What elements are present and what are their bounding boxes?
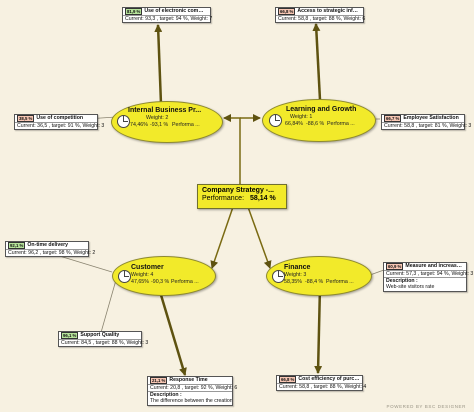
company-strategy-performance: Performance: 58,14 % (198, 194, 286, 202)
kpi-name: Use of competition (36, 115, 84, 122)
kpi-stats: Current: 36,5 , target: 91 %, Weight: 3 (15, 122, 105, 129)
internal-business-target: -93,1 % (150, 122, 169, 128)
kpi-card-ecommerce[interactable]: 81,9 %Use of electronic commerce Current… (122, 7, 213, 24)
kpi-name: Employee Satisfaction (403, 115, 459, 122)
learning-growth-perf: Performa ... (327, 121, 355, 127)
internal-business-weight: Weight: 2 (146, 115, 169, 121)
kpi-stats: Current: 58,8 , target: 88 %, Weight: 6 (276, 15, 366, 22)
kpi-description: Web-site visitors rate (386, 284, 435, 291)
finance-title: Finance (284, 264, 311, 271)
kpi-badge: 81,9 % (125, 8, 143, 15)
customer-actual: 47,65% (131, 279, 149, 285)
customer-perf: Performa ... (171, 279, 199, 285)
pie-chart-icon (117, 115, 130, 128)
performance-label: Performance: (202, 195, 245, 202)
kpi-stats: Current: 93,3 , target: 94 %, Weight: 7 (123, 15, 213, 22)
internal-business-perf: Performa ... (172, 122, 200, 128)
customer-target: -90,3 % (151, 279, 170, 285)
finance-actual: 58,35% (284, 279, 302, 285)
learning-growth-node[interactable]: Learning and Growth Weight: 1 66,84% -88… (262, 99, 376, 142)
kpi-card-support-quality[interactable]: 96,1 %Support Quality Current: 84,5 , ta… (58, 331, 149, 348)
kpi-card-strategic-info[interactable]: 66,8 %Access to strategic informa... Cur… (275, 7, 366, 24)
kpi-card-competition[interactable]: 38,5 %Use of competition Current: 36,5 ,… (14, 114, 105, 131)
learning-growth-target: -88,6 % (306, 121, 325, 127)
kpi-card-employee-satisfaction[interactable]: 66,7 %Employee Satisfaction Current: 58,… (381, 114, 472, 131)
kpi-name: Response Time (169, 377, 208, 384)
kpi-badge: 66,8 % (278, 8, 296, 15)
finance-perf: Performa ... (326, 279, 354, 285)
internal-business-actual: 74,46% (130, 122, 148, 128)
customer-weight: Weight: 4 (131, 272, 154, 278)
learning-growth-actual: 66,84% (285, 121, 303, 127)
kpi-badge: 21,1 % (150, 377, 168, 384)
kpi-name: Access to strategic informa... (297, 8, 361, 15)
link-center-internal (223, 114, 241, 184)
kpi-stats: Current: 96,2 , target: 98 %, Weight: 2 (6, 249, 96, 256)
link-internal-ecommerce (154, 24, 163, 105)
internal-business-title: Internal Business Pr... (128, 107, 202, 114)
pie-chart-icon (272, 270, 285, 283)
kpi-name: Cost efficiency of purchas... (298, 376, 360, 383)
kpi-badge: 66,8 % (279, 376, 297, 383)
performance-value: 58,14 % (250, 195, 276, 202)
link-center-finance (247, 206, 272, 269)
kpi-badge: 38,5 % (17, 115, 35, 122)
internal-business-node[interactable]: Internal Business Pr... Weight: 2 74,46%… (111, 101, 223, 143)
kpi-stats: Current: 58,8 , target: 81 %, Weight: 3 (382, 122, 472, 129)
company-strategy-title: Company Strategy -... (202, 187, 274, 194)
powered-by-footer: POWERED BY BSC DESIGNER (386, 404, 466, 409)
kpi-card-cost-efficiency[interactable]: 66,8 %Cost efficiency of purchas... Curr… (276, 375, 367, 392)
kpi-description-label: Description : (384, 277, 466, 284)
kpi-badge: 66,7 % (384, 115, 402, 122)
kpi-name: Measure and increase ROI (405, 263, 464, 270)
customer-node[interactable]: Customer Weight: 4 47,65% -90,3 % Perfor… (112, 256, 216, 296)
finance-node[interactable]: Finance Weight: 3 58,35% -88,4 % Perform… (266, 256, 372, 296)
finance-target: -88,4 % (305, 279, 324, 285)
pie-chart-icon (118, 270, 131, 283)
kpi-stats: Current: 84,5 , target: 88 %, Weight: 3 (59, 339, 149, 346)
kpi-badge: 96,1 % (61, 332, 79, 339)
kpi-card-measure-roi[interactable]: 60,9 %Measure and increase ROI Current: … (383, 262, 474, 292)
kpi-card-on-time-delivery[interactable]: 92,1 %On-time delivery Current: 96,2 , t… (5, 241, 96, 258)
kpi-description: The difference between the creation... (150, 398, 232, 405)
link-center-customer (210, 206, 234, 269)
learning-growth-weight: Weight: 1 (290, 114, 313, 120)
kpi-badge: 60,9 % (386, 263, 404, 270)
kpi-stats: Current: 57,3 , target: 94 %, Weight: 3 (384, 270, 474, 277)
link-finance-measure (369, 269, 385, 276)
kpi-card-response-time[interactable]: 21,1 %Response Time Current: 20,8 , targ… (147, 376, 238, 406)
pie-chart-icon (269, 114, 282, 127)
kpi-description-label: Description : (148, 391, 232, 398)
link-learning-strategic (312, 23, 322, 101)
kpi-name: Use of electronic commerce (144, 8, 208, 15)
finance-weight: Weight: 3 (284, 272, 307, 278)
kpi-name: On-time delivery (27, 242, 69, 249)
link-customer-response (156, 284, 187, 376)
company-strategy-node[interactable]: Company Strategy -... Performance: 58,14 … (197, 184, 287, 209)
link-customer-quality (99, 279, 117, 337)
learning-growth-title: Learning and Growth (286, 106, 357, 113)
kpi-stats: Current: 20,8 , target: 92 %, Weight: 6 (148, 384, 238, 391)
customer-title: Customer (131, 264, 164, 271)
link-finance-cost (314, 285, 323, 374)
kpi-stats: Current: 58,8 , target: 88 %, Weight: 4 (277, 383, 367, 390)
kpi-badge: 92,1 % (8, 242, 26, 249)
kpi-name: Support Quality (80, 332, 120, 339)
